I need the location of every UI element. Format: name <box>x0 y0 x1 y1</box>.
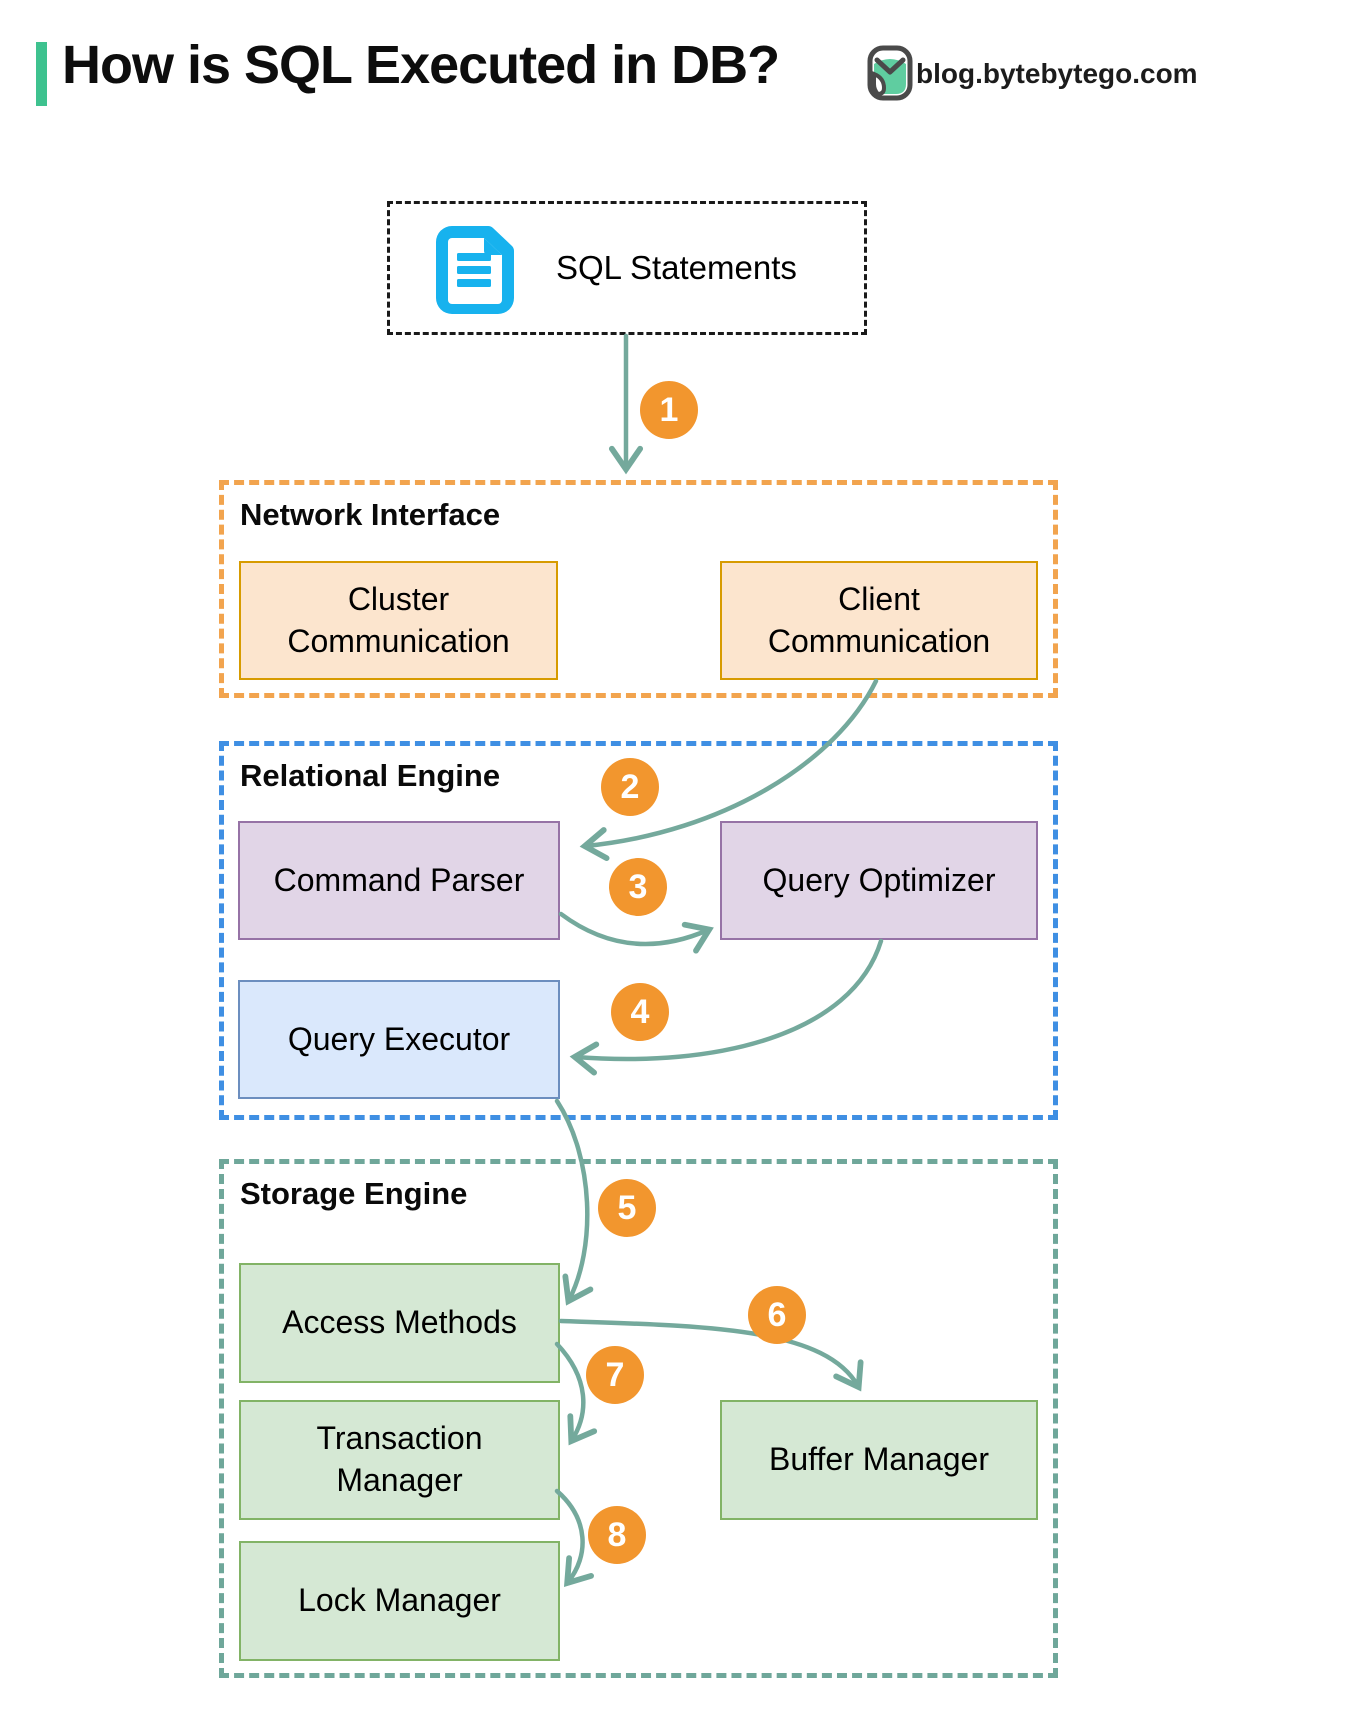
step-badge-2: 2 <box>601 758 659 816</box>
step-badge-3: 3 <box>609 858 667 916</box>
step-badge-1: 1 <box>640 381 698 439</box>
page-title: How is SQL Executed in DB? <box>62 35 780 95</box>
section-title-network-interface: Network Interface <box>240 497 501 532</box>
document-icon <box>426 218 522 319</box>
bytebytego-logo-icon <box>866 44 914 107</box>
section-title-storage-engine: Storage Engine <box>240 1176 468 1211</box>
node-buffer-manager: Buffer Manager <box>720 1400 1038 1520</box>
node-query-executor: Query Executor <box>238 980 560 1099</box>
node-client-communication: Client Communication <box>720 561 1038 680</box>
title-accent-bar <box>36 42 47 106</box>
section-storage-engine: Storage Engine <box>219 1159 1058 1678</box>
node-query-optimizer: Query Optimizer <box>720 821 1038 940</box>
step-badge-8: 8 <box>588 1506 646 1564</box>
step-badge-7: 7 <box>586 1346 644 1404</box>
sql-statements-label: SQL Statements <box>556 249 797 286</box>
node-cluster-communication: Cluster Communication <box>239 561 558 680</box>
brand-url: blog.bytebytego.com <box>916 58 1198 89</box>
node-transaction-manager: Transaction Manager <box>239 1400 560 1520</box>
node-command-parser: Command Parser <box>238 821 560 940</box>
step-badge-4: 4 <box>611 983 669 1041</box>
node-sql-statements: SQL Statements <box>387 201 867 335</box>
section-title-relational-engine: Relational Engine <box>240 758 501 793</box>
node-access-methods: Access Methods <box>239 1263 560 1383</box>
step-badge-6: 6 <box>748 1286 806 1344</box>
node-lock-manager: Lock Manager <box>239 1541 560 1661</box>
step-badge-5: 5 <box>598 1179 656 1237</box>
